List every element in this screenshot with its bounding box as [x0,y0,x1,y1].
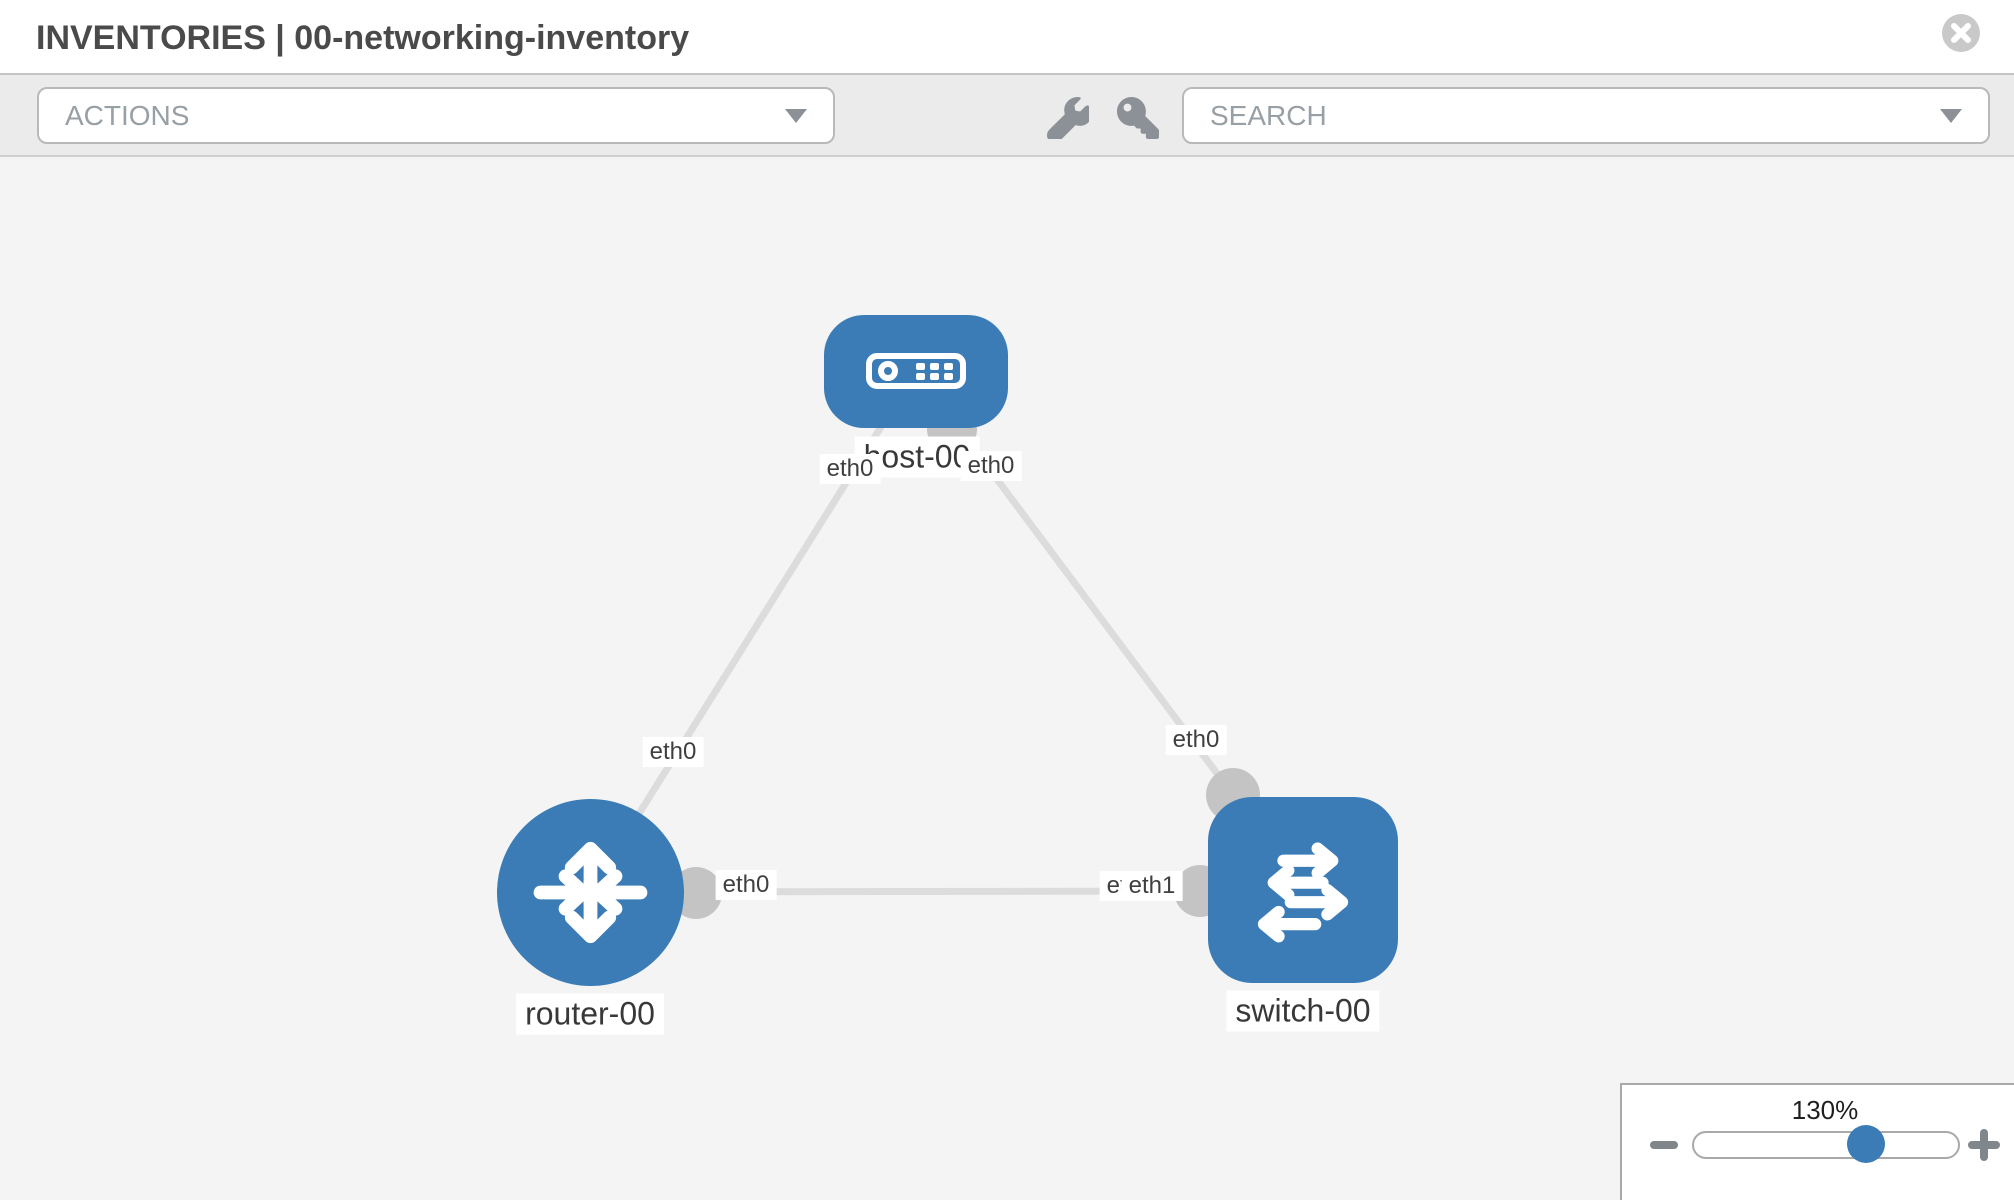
interface-label-eth1: eth1 [1121,871,1183,901]
chevron-down-icon [1940,108,1962,123]
close-button[interactable] [1942,14,1980,52]
page-title: INVENTORIES | 00-networking-inventory [36,19,690,57]
node-router-00[interactable] [496,798,684,986]
interface-label-eth0: eth0 [1165,725,1227,755]
zoom-level-value: 130% [1791,1095,1859,1125]
zoom-out-button[interactable] [1650,1141,1678,1149]
node-label-router-00: router-00 [516,993,664,1035]
zoom-panel: 130% [1620,1083,2014,1200]
interface-label-eth0: eth0 [819,454,881,484]
node-host-00[interactable] [824,314,1008,428]
search-dropdown[interactable]: SEARCH [1182,87,1990,144]
interface-label-eth0: eth0 [642,737,704,767]
interface-label-eth0: eth0 [960,451,1022,481]
router-icon [533,841,647,943]
toolbar: ACTIONS SEARCH [0,73,2014,157]
wrench-icon [1046,97,1093,143]
links-layer [587,368,1260,919]
close-icon [1951,23,1971,43]
zoom-in-button[interactable] [1968,1129,2000,1161]
node-label-switch-00: switch-00 [1226,990,1380,1032]
node-switch-00[interactable] [1208,797,1398,983]
zoom-slider[interactable] [1692,1125,1960,1163]
zoom-slider-thumb[interactable] [1846,1125,1885,1163]
actions-dropdown[interactable]: ACTIONS [37,87,835,144]
host-icon [866,353,966,389]
credentials-button[interactable] [1117,97,1159,139]
chevron-down-icon [785,108,807,123]
search-dropdown-label: SEARCH [1210,99,1327,131]
key-icon [1117,97,1159,139]
interface-label-eth0: eth0 [715,870,777,900]
actions-dropdown-label: ACTIONS [65,99,190,131]
header: INVENTORIES | 00-networking-inventory [0,0,2014,73]
configure-devices-button[interactable] [1046,97,1093,143]
switch-icon [1257,842,1349,943]
plus-icon [1980,1129,1988,1161]
